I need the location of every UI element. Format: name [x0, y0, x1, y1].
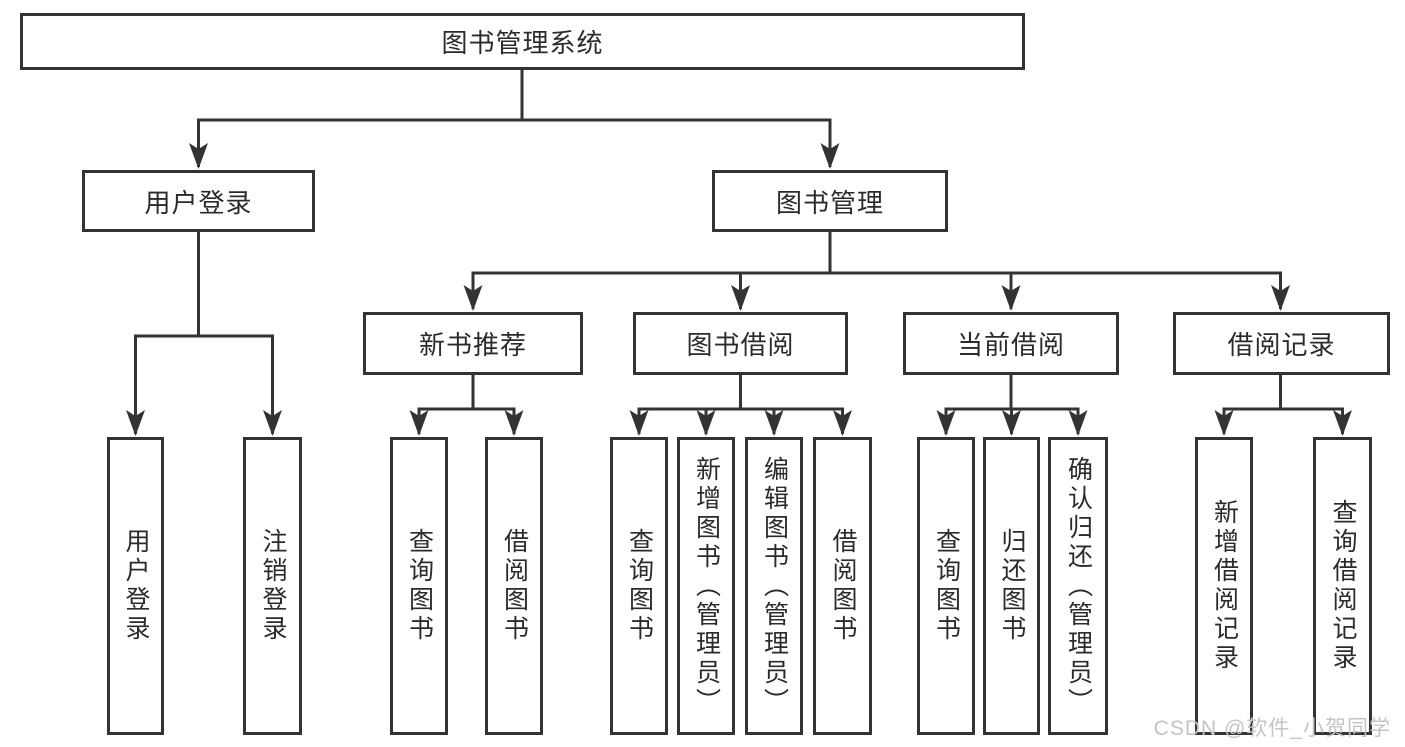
node-borrow-record: 借阅记录: [1173, 312, 1390, 375]
node-new-book-recommend: 新书推荐: [363, 312, 583, 375]
node-book-management: 图书管理: [712, 170, 948, 232]
node-user-login-label: 用户登录: [144, 187, 253, 218]
node-user-login: 用户登录: [82, 170, 315, 232]
node-book-borrow: 图书借阅: [633, 312, 848, 375]
node-borrow-record-label: 借阅记录: [1227, 330, 1336, 360]
leaf-logout-label: 注销登录: [259, 528, 287, 644]
leaf-user-login-label: 用户登录: [122, 528, 150, 644]
node-root-system: 图书管理系统: [20, 13, 1025, 70]
node-root-system-label: 图书管理系统: [441, 28, 604, 58]
leaf-cb-query-book-label: 查询图书: [932, 528, 961, 644]
leaf-nb-borrow-book: 借阅图书: [485, 437, 543, 735]
leaf-bb-edit-book-admin-label: 编辑图书（管理员）: [760, 455, 789, 717]
leaf-cb-confirm-return-admin: 确认归还（管理员）: [1048, 437, 1108, 735]
leaf-nb-borrow-book-label: 借阅图书: [500, 528, 529, 644]
leaf-logout: 注销登录: [243, 437, 302, 735]
leaf-cb-return-book: 归还图书: [983, 437, 1040, 735]
leaf-bb-add-book-admin: 新增图书（管理员）: [677, 437, 735, 735]
leaf-user-login: 用户登录: [107, 437, 164, 735]
leaf-bb-borrow-book-label: 借阅图书: [829, 528, 857, 644]
leaf-bb-add-book-admin-label: 新增图书（管理员）: [692, 455, 721, 717]
node-current-borrow: 当前借阅: [903, 312, 1119, 375]
node-book-borrow-label: 图书借阅: [686, 330, 795, 360]
leaf-cb-confirm-return-admin-label: 确认归还（管理员）: [1064, 455, 1093, 717]
leaf-bb-query-book: 查询图书: [610, 437, 668, 735]
leaf-bb-borrow-book: 借阅图书: [813, 437, 872, 735]
node-new-book-recommend-label: 新书推荐: [418, 330, 527, 360]
leaf-br-add-record: 新增借阅记录: [1195, 437, 1253, 735]
leaf-nb-query-book-label: 查询图书: [405, 528, 434, 644]
leaf-cb-query-book: 查询图书: [917, 437, 975, 735]
leaf-bb-query-book-label: 查询图书: [625, 528, 654, 644]
node-book-management-label: 图书管理: [775, 187, 884, 218]
node-current-borrow-label: 当前借阅: [956, 330, 1065, 360]
leaf-nb-query-book: 查询图书: [390, 437, 448, 735]
leaf-cb-return-book-label: 归还图书: [998, 528, 1026, 644]
leaf-br-query-record-label: 查询借阅记录: [1329, 499, 1357, 673]
leaf-br-query-record: 查询借阅记录: [1313, 437, 1372, 735]
csdn-watermark: CSDN @软件_小贺同学: [1153, 717, 1391, 740]
leaf-br-add-record-label: 新增借阅记录: [1210, 499, 1239, 673]
leaf-bb-edit-book-admin: 编辑图书（管理员）: [745, 437, 803, 735]
